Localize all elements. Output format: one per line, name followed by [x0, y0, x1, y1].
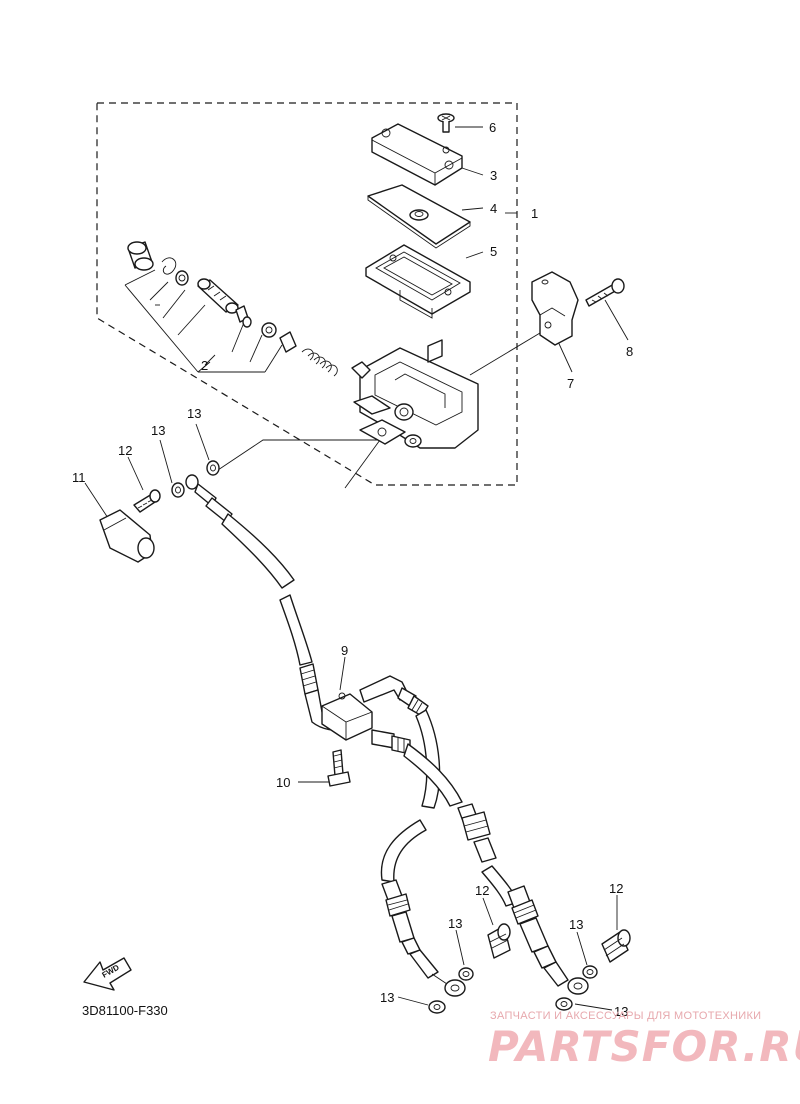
part-12-union-bolt-top — [133, 489, 161, 513]
part-9-joint — [321, 692, 373, 741]
callout-13-bottom-left: 13 — [380, 990, 394, 1005]
callout-13-top-right: 13 — [187, 406, 201, 421]
brake-hose-upper — [185, 474, 347, 731]
part-2-piston-kit — [127, 241, 338, 377]
part-13-washers-top — [171, 460, 220, 498]
callout-13-bottom-right: 13 — [614, 1004, 628, 1019]
part-4-cap-plate — [367, 184, 471, 249]
assembly-boundary — [96, 102, 518, 486]
callout-8: 8 — [626, 344, 633, 359]
callout-12-middle: 12 — [475, 883, 489, 898]
part-12-union-bolts-lower — [487, 923, 631, 963]
callout-10: 10 — [276, 775, 290, 790]
part-10-bolt — [327, 749, 351, 787]
part-13-washers-lower — [428, 965, 598, 1014]
diagram-code: 3D81100-F330 — [82, 1003, 168, 1018]
leader-lines — [84, 126, 629, 1011]
part-6-screw — [437, 113, 455, 133]
callout-12-top: 12 — [118, 443, 132, 458]
watermark-caption: ЗАПЧАСТИ И АКСЕССУАРЫ ДЛЯ МОТОТЕХНИКИ — [490, 1010, 762, 1022]
callout-labels: 1 2 3 4 5 6 7 8 9 10 11 12 12 12 13 13 1… — [72, 120, 633, 1019]
callout-13-right: 13 — [569, 917, 583, 932]
brake-hose-lower — [359, 675, 589, 997]
callout-13-top-left: 13 — [151, 423, 165, 438]
callout-11: 11 — [72, 470, 86, 485]
callout-2: 2 — [201, 358, 208, 373]
fwd-arrow-icon: FWD — [83, 957, 132, 991]
callout-12-right: 12 — [609, 881, 623, 896]
part-5-diaphragm — [365, 244, 471, 319]
callout-3: 3 — [490, 168, 497, 183]
callout-5: 5 — [490, 244, 497, 259]
callout-6: 6 — [489, 120, 496, 135]
watermark-logo: PARTSFOR.RU — [488, 1022, 800, 1071]
part-7-clamp — [531, 271, 579, 346]
part-11-boot — [99, 509, 155, 563]
callout-7: 7 — [567, 376, 574, 391]
callout-1: 1 — [531, 206, 538, 221]
callout-13-middle: 13 — [448, 916, 462, 931]
callout-4: 4 — [490, 201, 497, 216]
part-3-reservoir-cap — [371, 123, 463, 186]
part-8-clamp-bolt — [585, 278, 625, 307]
master-cylinder-body — [351, 339, 479, 449]
callout-9: 9 — [341, 643, 348, 658]
